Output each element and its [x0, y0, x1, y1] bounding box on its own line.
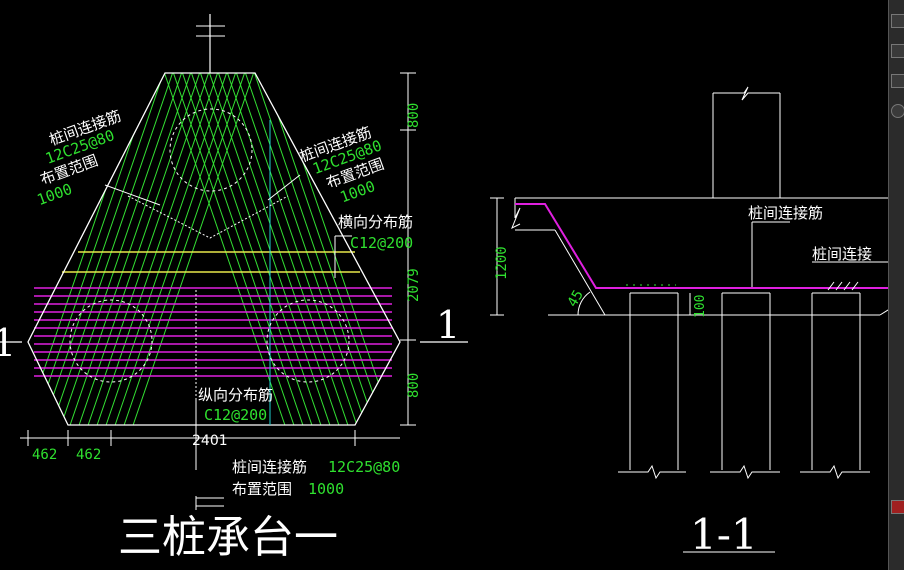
section-rebar-label-right: 桩间连接 — [812, 245, 872, 263]
horizontal-dimension — [20, 430, 400, 446]
dim-800-bottom: 800 — [406, 373, 422, 398]
rebar-strip-hatching — [28, 73, 399, 425]
pile-cap-plan — [0, 14, 468, 510]
dim-2079: 2079 — [406, 268, 422, 302]
bottom-range-label: 布置范围 — [232, 480, 292, 498]
dim-462-b: 462 — [76, 447, 101, 463]
connection-rebar-v — [127, 195, 289, 239]
leader-lines — [104, 174, 352, 510]
longitudinal-spec: C12@200 — [204, 406, 267, 424]
right-top-rebar-label: 桩间连接筋 12C25@80 布置范围 1000 — [297, 123, 386, 206]
pile-circle-top — [169, 108, 253, 192]
circle-icon[interactable] — [891, 104, 904, 118]
block-icon[interactable] — [891, 74, 904, 88]
section-rebar-label: 桩间连接筋 — [748, 204, 823, 222]
transverse-spec: C12@200 — [350, 234, 413, 252]
dim-45: 45 — [565, 287, 587, 310]
transverse-label: 横向分布筋 — [338, 213, 413, 231]
section-title: 1-1 — [690, 510, 758, 559]
layer-icon[interactable] — [891, 14, 904, 28]
vertical-dimension — [400, 72, 416, 426]
pile-cap-outline — [27, 72, 401, 426]
dim-1200: 1200 — [494, 246, 510, 280]
bottom-rebar-spec: 12C25@80 — [328, 458, 400, 476]
bottom-rebar-label: 桩间连接筋 — [232, 458, 307, 476]
plan-title: 三桩承台一 — [118, 512, 338, 563]
dim-462-a: 462 — [32, 447, 57, 463]
cad-side-toolbar — [888, 0, 904, 570]
section-mark-left: 1 — [0, 321, 16, 365]
section-1-1 — [490, 86, 904, 553]
layer-icon[interactable] — [891, 44, 904, 58]
label-text: 1000 — [35, 180, 75, 209]
magenta-rebar-band — [34, 287, 392, 377]
pile-circle-left — [69, 299, 153, 383]
dim-2401: 2401 — [192, 433, 228, 449]
arrow-icon[interactable] — [891, 500, 904, 514]
bottom-range-value: 1000 — [308, 480, 344, 498]
dim-800-top: 800 — [406, 103, 422, 128]
longitudinal-label: 纵向分布筋 — [198, 386, 273, 404]
pile-circle-right — [266, 299, 350, 383]
dim-100: 100 — [693, 295, 708, 318]
hatch-ticks — [827, 281, 859, 291]
transverse-rebar-lines — [62, 251, 360, 273]
section-mark-right: 1 — [436, 303, 460, 347]
connection-rebar-section — [515, 203, 895, 289]
